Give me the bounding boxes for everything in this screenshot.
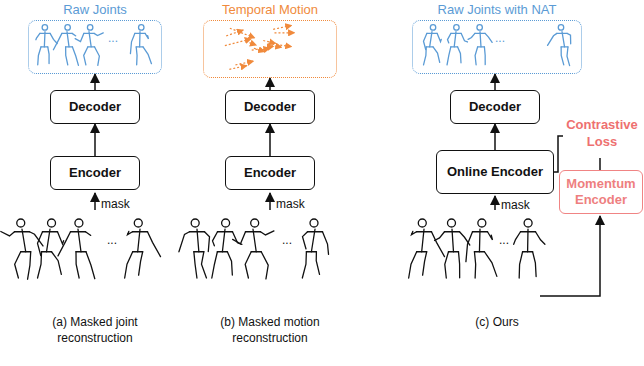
flow-arrow (94, 74, 96, 90)
skeleton-figures (1, 25, 571, 280)
ellipsis: ... (100, 232, 124, 248)
encoder-box: Online Encoder (436, 150, 554, 194)
skeleton (130, 25, 151, 65)
momentum-input-arrow (540, 216, 600, 296)
output-group: Temporal Motion (203, 2, 337, 78)
encoder-box: Encoder (225, 156, 315, 190)
skeleton (212, 219, 242, 278)
loss-line (554, 136, 563, 172)
encoder-box: Decoder (50, 90, 140, 124)
panel-caption: (b) Masked motion reconstruction (205, 314, 335, 346)
skeleton (36, 25, 57, 65)
ellipsis: ... (101, 30, 125, 46)
mask-arrow (94, 193, 96, 210)
mask-label: mask (101, 196, 141, 212)
output-heading: Temporal Motion (203, 2, 337, 18)
box-label: Online Encoder (447, 164, 543, 180)
motion-arrow (254, 48, 265, 51)
motion-arrow (273, 25, 292, 29)
motion-arrow (226, 30, 243, 36)
skeleton (435, 219, 470, 278)
flow-arrow (494, 124, 496, 150)
output-heading: Raw Joints (28, 2, 162, 18)
flow-arrow (269, 78, 271, 90)
output-bracket (28, 20, 162, 74)
box-label: Encoder (244, 165, 296, 181)
ellipsis: ... (492, 232, 516, 248)
box-label: Encoder (69, 165, 121, 181)
motion-arrow (263, 41, 275, 44)
encoder-box: Momentum Encoder (559, 170, 643, 214)
panel-caption: (c) Ours (432, 314, 562, 330)
motion-arrow (229, 66, 247, 70)
skeleton (409, 219, 445, 278)
skeleton (514, 219, 545, 278)
mask-label: mask (501, 197, 541, 213)
box-label: Momentum Encoder (566, 176, 636, 208)
ellipsis: ... (275, 232, 299, 248)
skeleton (75, 25, 103, 66)
skeleton (179, 219, 210, 278)
skeleton (468, 25, 492, 65)
encoder-box: Decoder (450, 90, 540, 124)
panel-caption: (a) Masked joint reconstruction (30, 314, 160, 346)
skeleton (302, 219, 328, 278)
motion-arrow (274, 32, 294, 33)
encoder-box: Decoder (225, 90, 315, 124)
output-heading: Raw Joints with NAT (412, 2, 582, 18)
output-bracket (412, 20, 582, 74)
output-bracket (203, 20, 337, 78)
flow-arrow (269, 124, 271, 156)
motion-arrow (235, 61, 253, 65)
motion-arrows (225, 25, 295, 69)
output-group: Raw Joints (28, 2, 162, 74)
skeleton (58, 219, 95, 279)
skeleton (53, 25, 78, 66)
flow-arrow (494, 74, 496, 90)
mask-label: mask (276, 196, 316, 212)
skeleton (447, 25, 467, 65)
skeleton (548, 25, 571, 66)
loss-label: Contrastive Loss (564, 116, 640, 150)
skeleton (466, 219, 497, 278)
ellipsis: ... (488, 30, 512, 46)
motion-arrow (252, 46, 274, 50)
skeleton (38, 219, 64, 278)
box-label: Decoder (244, 99, 296, 115)
skeleton (233, 219, 274, 279)
loss-line (599, 158, 601, 170)
mask-arrow (494, 196, 496, 210)
motion-arrow (246, 41, 257, 45)
skeleton (1, 219, 43, 279)
mask-arrow (269, 193, 271, 210)
flow-arrow (94, 124, 96, 156)
encoder-box: Encoder (50, 156, 140, 190)
skeleton (424, 25, 442, 65)
box-label: Decoder (469, 99, 521, 115)
box-label: Decoder (69, 99, 121, 115)
motion-arrow (268, 44, 291, 47)
motion-arrow (230, 28, 255, 38)
skeleton (125, 219, 161, 278)
